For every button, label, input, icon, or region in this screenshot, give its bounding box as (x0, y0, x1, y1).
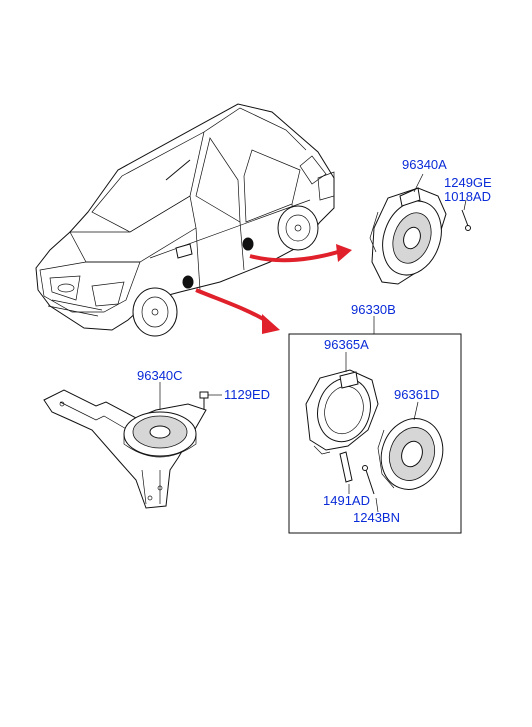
screw-1243BN-icon[interactable] (362, 465, 375, 495)
front-door-speaker[interactable] (369, 187, 451, 285)
label-1249GE: 1249GE (444, 175, 492, 190)
label-1018AD: 1018AD (444, 189, 491, 204)
label-1243BN: 1243BN (353, 510, 400, 525)
floor-speaker-assembly[interactable] (43, 389, 207, 509)
fastener-1491AD-icon[interactable] (339, 451, 353, 483)
vehicle-illustration (35, 103, 335, 337)
label-96340A: 96340A (402, 157, 447, 172)
bolt-1129ED-icon[interactable] (199, 391, 209, 410)
rear-speaker[interactable] (371, 410, 452, 498)
label-96340C: 96340C (137, 368, 183, 383)
callout-arrows (195, 244, 352, 334)
label-1491AD: 1491AD (323, 493, 370, 508)
rear-speaker-kit-box (288, 333, 462, 534)
screw-1249GE-icon[interactable] (461, 209, 471, 231)
label-1129ED: 1129ED (224, 387, 270, 402)
label-96330B: 96330B (351, 302, 396, 317)
label-96361D: 96361D (394, 387, 440, 402)
label-96365A: 96365A (324, 337, 369, 352)
rear-speaker-bracket[interactable] (305, 369, 379, 455)
